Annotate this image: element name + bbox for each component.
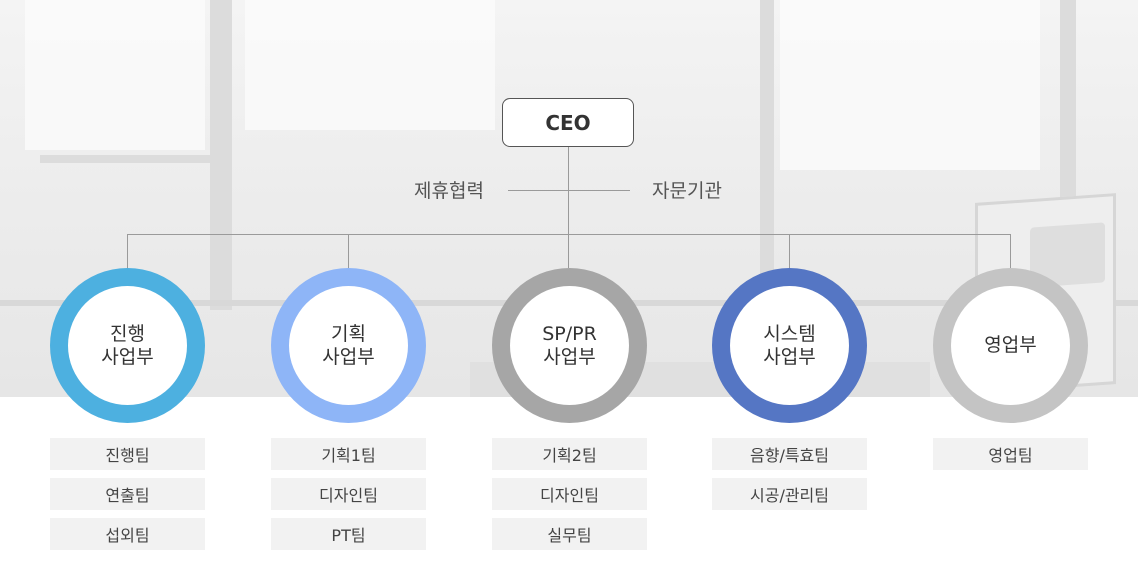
team-box: 영업팀 [933,438,1088,470]
ceo-node: CEO [502,98,634,147]
team-box: 실무팀 [492,518,647,550]
dept-circle-inner: 시스템 사업부 [730,286,849,405]
dept-circle-inner: 기획 사업부 [289,286,408,405]
dept-drop-line [127,234,128,268]
advisory-body-label: 자문기관 [652,180,722,202]
team-box: 연출팀 [50,478,205,510]
dept-planning-circle: 기획 사업부 [271,268,426,423]
dept-name-line2: 사업부 [763,345,816,368]
dept-name-line1: SP/PR [542,322,597,345]
department-bus-line [127,234,1011,235]
team-box: 기획2팀 [492,438,647,470]
team-box: 시공/관리팀 [712,478,867,510]
dept-circle-inner: 진행 사업부 [68,286,187,405]
team-box: PT팀 [271,518,426,550]
team-box: 진행팀 [50,438,205,470]
ceo-vertical-line [568,147,569,268]
dept-name-line1: 영업부 [984,334,1037,356]
dept-drop-line [789,234,790,268]
dept-system-circle: 시스템 사업부 [712,268,867,423]
ceo-label: CEO [545,110,591,135]
dept-name-line2: 사업부 [101,345,154,368]
dept-name-line1: 기획 [331,322,366,345]
team-box: 디자인팀 [492,478,647,510]
team-box: 음향/특효팀 [712,438,867,470]
team-box: 디자인팀 [271,478,426,510]
dept-name-line1: 진행 [110,322,145,345]
affiliate-cooperation-label: 제휴협력 [414,180,484,202]
dept-progress-circle: 진행 사업부 [50,268,205,423]
team-box: 기획1팀 [271,438,426,470]
dept-sales-circle: 영업부 [933,268,1088,423]
dept-sppr-circle: SP/PR 사업부 [492,268,647,423]
affiliate-horizontal-line [508,190,630,191]
team-box: 섭외팀 [50,518,205,550]
dept-circle-inner: 영업부 [951,286,1070,405]
dept-drop-line [1010,234,1011,268]
dept-drop-line [348,234,349,268]
dept-name-line1: 시스템 [763,322,816,345]
dept-name-line2: 사업부 [322,345,375,368]
dept-name-line2: 사업부 [543,345,596,368]
dept-circle-inner: SP/PR 사업부 [510,286,629,405]
